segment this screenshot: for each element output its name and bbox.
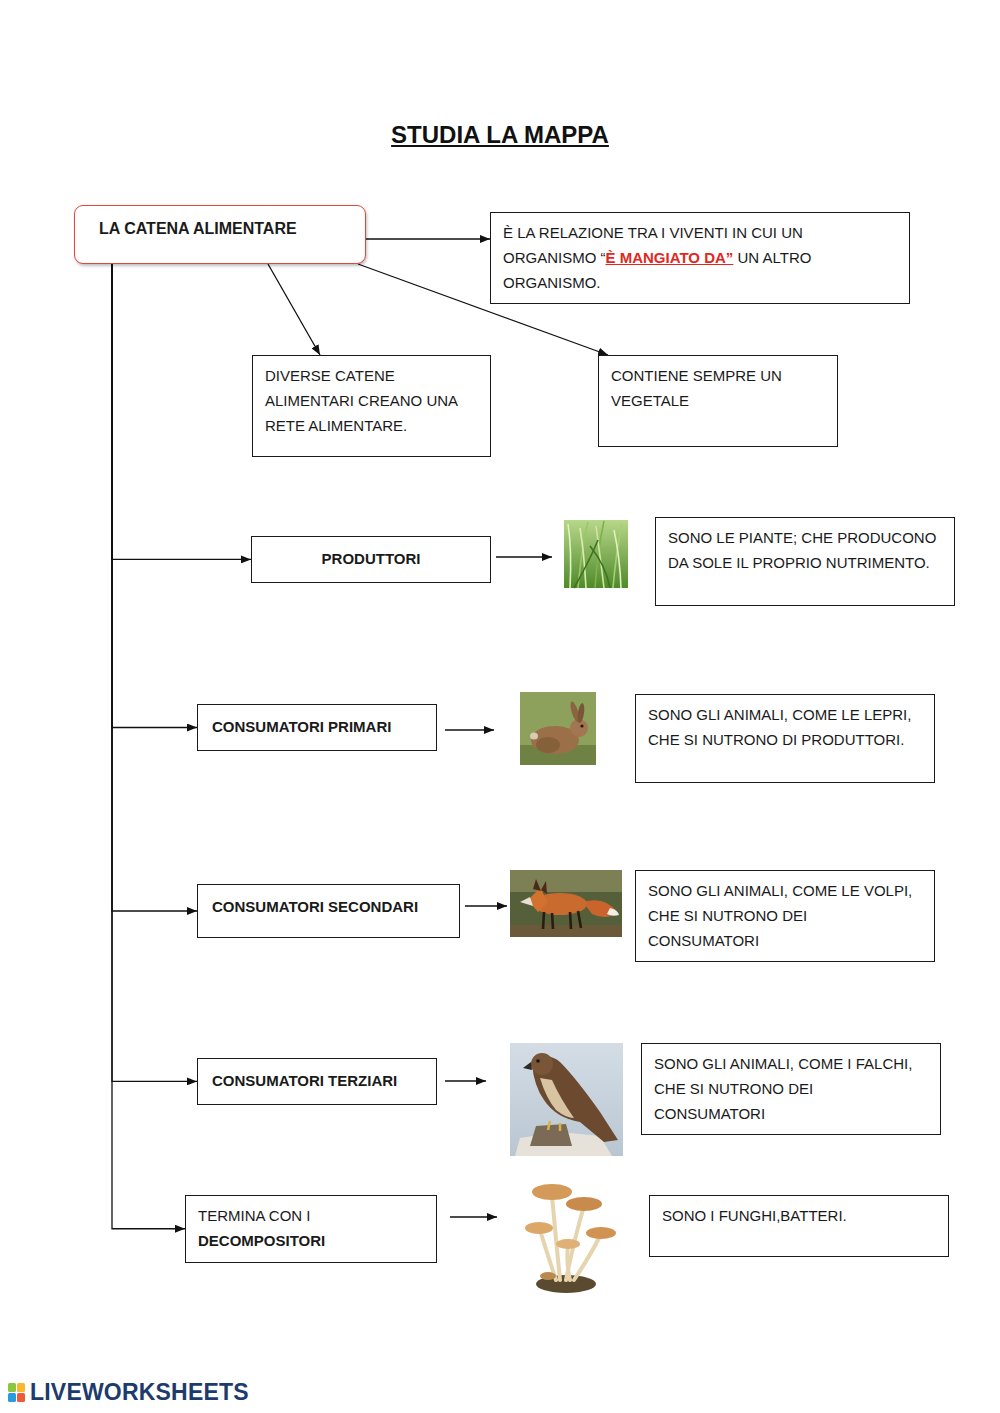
note-box: CONTIENE SEMPRE UN VEGETALE (598, 355, 838, 447)
node-text: DIVERSE CATENE ALIMENTARI CREANO UNA RET… (265, 364, 478, 438)
grass-picture-part-part (574, 540, 598, 588)
mushroom-picture (525, 1184, 616, 1293)
arrow-connector (112, 264, 197, 911)
arrow-connector (268, 264, 320, 355)
fox-picture-part (533, 879, 541, 891)
hare-picture (520, 692, 596, 765)
picture-arrows-part (450, 1216, 497, 1217)
fox-picture-part-part (552, 913, 553, 929)
mushroom-picture-part (532, 1184, 572, 1200)
hare-picture-part (577, 703, 586, 724)
arrow-connector (112, 264, 197, 728)
grass-picture-part-part (568, 524, 571, 588)
fox-picture-part-part (570, 912, 571, 929)
hare-picture-part (520, 692, 596, 765)
mushroom-picture-part (525, 1222, 553, 1234)
description-box: SONO GLI ANIMALI, COME I FALCHI, CHE SI … (641, 1043, 941, 1135)
grass-picture (564, 520, 628, 588)
hawk-picture-part (523, 1062, 532, 1070)
arrow-connector (112, 264, 185, 1229)
node-text: CONSUMATORI PRIMARI (212, 715, 422, 740)
logo-mark-part (17, 1383, 25, 1392)
node-text: SONO LE PIANTE; CHE PRODUCONO DA SOLE IL… (668, 526, 942, 576)
node-text: CONSUMATORI TERZIARI (212, 1069, 422, 1094)
grass-picture-part-part (613, 524, 622, 588)
grass-picture-part-part (580, 528, 586, 588)
fox-picture-part (510, 870, 622, 937)
mushroom-picture-part-part (567, 1246, 570, 1280)
mushroom-picture-part-part (540, 1230, 556, 1280)
picture-arrows-part (445, 729, 494, 730)
grass-picture-part-part (590, 546, 610, 588)
fox-picture-part (510, 870, 622, 892)
node-text: È MANGIATO DA” (606, 249, 734, 266)
logo-mark-part (8, 1383, 16, 1392)
description-box: SONO I FUNGHI,BATTERI. (649, 1195, 949, 1257)
grass-picture-part (564, 520, 628, 588)
fox-picture-part (510, 925, 622, 937)
watermark: LIVEWORKSHEETS (30, 1379, 249, 1406)
hawk-picture-part (531, 1053, 553, 1075)
node-text: LA CATENA ALIMENTARE (99, 216, 351, 242)
fox-picture (510, 870, 622, 937)
node-text: SONO GLI ANIMALI, COME LE LEPRI, CHE SI … (648, 703, 922, 753)
arrow-connector (366, 238, 490, 239)
page-title: STUDIA LA MAPPA (0, 121, 1000, 149)
node-text: SONO GLI ANIMALI, COME LE VOLPI, CHE SI … (648, 879, 922, 953)
hawk-picture-part (548, 1121, 560, 1131)
node-text: CONTIENE SEMPRE UN VEGETALE (611, 364, 825, 414)
mushroom-picture-part (586, 1227, 616, 1239)
hawk-picture-part (530, 1124, 572, 1146)
definition-box: È LA RELAZIONE TRA I VIVENTI IN CUI UN O… (490, 212, 910, 304)
mushroom-picture-part (556, 1239, 580, 1249)
picture-arrows-part (496, 556, 552, 557)
logo-mark-part (8, 1393, 16, 1402)
level-box: CONSUMATORI TERZIARI (197, 1058, 437, 1105)
fox-picture-part (541, 881, 547, 894)
level-box: PRODUTTORI (251, 536, 491, 583)
logo-mark-part (17, 1393, 25, 1402)
note-box: DIVERSE CATENE ALIMENTARI CREANO UNA RET… (252, 355, 491, 457)
node-text: TERMINA CON I (198, 1204, 424, 1229)
mushroom-picture-part (566, 1197, 602, 1211)
level-box: CONSUMATORI SECONDARI (197, 884, 460, 938)
picture-arrows-part (445, 1080, 486, 1081)
node-text: CONSUMATORI SECONDARI (212, 895, 445, 920)
mushroom-picture-part (540, 1272, 556, 1280)
hare-picture-part (530, 733, 538, 740)
grass-picture-part (568, 521, 622, 588)
arrow-connector (112, 264, 197, 1081)
topic-box: LA CATENA ALIMENTARE (74, 205, 366, 264)
hare-picture-part (580, 724, 583, 727)
node-text: SONO GLI ANIMALI, COME I FALCHI, CHE SI … (654, 1052, 928, 1126)
fox-picture-part-part (578, 911, 581, 928)
node-text: PRODUTTORI (266, 547, 476, 572)
logo-mark (8, 1383, 25, 1402)
node-text: SONO I FUNGHI,BATTERI. (662, 1204, 936, 1229)
fox-picture-part-part (543, 912, 544, 929)
description-box: SONO GLI ANIMALI, COME LE VOLPI, CHE SI … (635, 870, 935, 962)
description-box: SONO LE PIANTE; CHE PRODUCONO DA SOLE IL… (655, 517, 955, 606)
level-box: TERMINA CON IDECOMPOSITORI (185, 1195, 437, 1263)
hawk-picture (510, 1043, 623, 1156)
level-box: CONSUMATORI PRIMARI (197, 704, 437, 751)
fox-picture-part (520, 897, 533, 906)
fox-picture-part (543, 911, 581, 929)
picture-arrows-part (465, 905, 507, 906)
hawk-picture-part (510, 1043, 623, 1156)
hawk-picture-part (536, 1059, 540, 1063)
description-box: SONO GLI ANIMALI, COME LE LEPRI, CHE SI … (635, 694, 935, 783)
hawk-picture-part (540, 1078, 574, 1118)
grass-picture-part-part (614, 530, 621, 588)
hare-picture-part (536, 737, 560, 753)
node-text: DECOMPOSITORI (198, 1229, 424, 1254)
fox-picture-part (607, 908, 619, 916)
arrow-connector (112, 264, 251, 559)
